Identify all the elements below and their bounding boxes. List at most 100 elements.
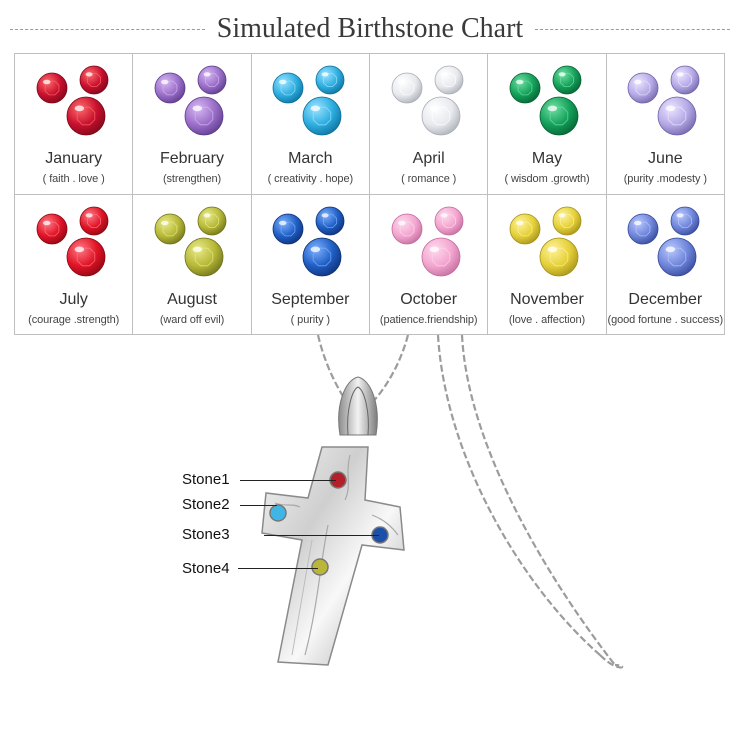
gemstone-icon bbox=[627, 65, 700, 136]
cross-body bbox=[261, 446, 405, 666]
gem-stone bbox=[272, 213, 304, 244]
gem-stone bbox=[434, 65, 464, 95]
stone2-label: Stone2 bbox=[182, 496, 230, 513]
month-meaning: (love . affection) bbox=[508, 313, 586, 326]
stone4-label: Stone4 bbox=[182, 560, 230, 577]
gemstone-icon bbox=[391, 65, 464, 136]
month-meaning: ( creativity . hope) bbox=[267, 173, 354, 185]
month-name: March bbox=[288, 150, 333, 167]
gem-stone bbox=[36, 72, 68, 104]
birthstone-cell-april: April ( romance ) bbox=[370, 54, 489, 195]
gem-stone bbox=[315, 65, 345, 95]
gemstone-icon bbox=[36, 206, 109, 276]
gem-stone bbox=[79, 206, 109, 235]
gem-stone bbox=[552, 206, 582, 235]
gem-stone bbox=[302, 237, 342, 276]
month-meaning: ( romance ) bbox=[401, 173, 457, 185]
gem-stone bbox=[36, 213, 68, 244]
month-meaning: (purity .modesty ) bbox=[623, 173, 707, 185]
gem-stone bbox=[315, 206, 345, 235]
month-name: November bbox=[510, 290, 584, 308]
month-meaning: ( wisdom .growth) bbox=[504, 173, 590, 185]
gem-stone bbox=[539, 96, 579, 136]
gem-stone bbox=[391, 72, 423, 104]
gem-stone bbox=[657, 237, 697, 276]
stone3-label: Stone3 bbox=[182, 526, 230, 543]
gemstone-icon bbox=[154, 206, 227, 276]
birthstone-cell-october: October(patience.friendship) bbox=[370, 194, 489, 335]
birthstone-cell-may: May ( wisdom .growth) bbox=[488, 54, 607, 195]
gemstone-cluster bbox=[252, 199, 369, 287]
month-name: June bbox=[647, 150, 683, 167]
gem-stone bbox=[539, 237, 579, 276]
birthstone-cell-august: August (ward off evil) bbox=[133, 194, 252, 335]
gem-stone bbox=[79, 65, 109, 95]
title-divider-left bbox=[10, 29, 205, 30]
stone2-leader-line bbox=[240, 505, 277, 506]
month-meaning: (ward off evil) bbox=[159, 313, 225, 326]
month-meaning: (courage .strength) bbox=[28, 313, 120, 326]
gem-stone bbox=[657, 96, 697, 136]
month-meaning: (good fortune . success) bbox=[607, 313, 724, 326]
gem-stone bbox=[627, 213, 659, 244]
gemstone-icon bbox=[36, 65, 109, 136]
pendant-stone-4 bbox=[311, 558, 329, 576]
gemstone-cluster bbox=[370, 199, 487, 287]
birthstone-grid: January ( faith . love ) February(strength… bbox=[14, 53, 725, 335]
gem-stone bbox=[509, 213, 541, 244]
month-name: January bbox=[45, 150, 103, 167]
gem-stone bbox=[184, 96, 224, 136]
gemstone-cluster bbox=[370, 58, 487, 146]
pendant-bail bbox=[338, 376, 378, 436]
stone4-leader-line bbox=[238, 568, 318, 569]
gem-stone bbox=[552, 65, 582, 95]
pendant-stone-2 bbox=[269, 504, 287, 522]
month-name: September bbox=[271, 290, 350, 308]
gemstone-cluster bbox=[607, 199, 724, 287]
gem-stone bbox=[434, 206, 464, 235]
month-name: December bbox=[628, 290, 703, 308]
gemstone-cluster bbox=[607, 58, 724, 146]
gem-stone bbox=[391, 213, 423, 244]
gemstone-icon bbox=[627, 206, 700, 276]
gem-stone bbox=[670, 206, 700, 235]
gem-stone bbox=[421, 237, 461, 276]
gem-stone bbox=[154, 213, 186, 244]
page-title: Simulated Birthstone Chart bbox=[216, 13, 524, 44]
gem-stone bbox=[154, 72, 186, 104]
gem-stone bbox=[184, 237, 224, 276]
gemstone-cluster bbox=[133, 199, 250, 287]
stone1-leader-line bbox=[240, 480, 336, 481]
month-name: May bbox=[531, 150, 563, 167]
stone3-leader-line bbox=[264, 535, 379, 536]
month-name: August bbox=[167, 290, 217, 308]
month-meaning: ( purity ) bbox=[290, 313, 330, 326]
gem-stone bbox=[197, 65, 227, 95]
gem-stone bbox=[627, 72, 659, 104]
gemstone-icon bbox=[391, 206, 464, 276]
birthstone-cell-july: July (courage .strength) bbox=[15, 194, 134, 335]
birthstone-cell-june: June (purity .modesty ) bbox=[606, 54, 725, 195]
gem-stone bbox=[66, 96, 106, 136]
gemstone-cluster bbox=[252, 58, 369, 146]
birthstone-cell-january: January ( faith . love ) bbox=[15, 54, 134, 195]
month-name: October bbox=[400, 290, 458, 308]
gem-stone bbox=[670, 65, 700, 95]
gem-stone bbox=[66, 237, 106, 276]
birthstone-cell-march: March ( creativity . hope) bbox=[251, 54, 370, 195]
gemstone-cluster bbox=[15, 199, 132, 287]
month-meaning: ( faith . love ) bbox=[42, 173, 105, 185]
cross-pendant-image bbox=[0, 334, 740, 740]
birthstone-cell-september: September ( purity ) bbox=[251, 194, 370, 335]
month-name: July bbox=[59, 290, 88, 308]
cross-pendant-illustration bbox=[261, 334, 624, 669]
gemstone-cluster bbox=[488, 199, 605, 287]
gemstone-cluster bbox=[15, 58, 132, 146]
birthstone-cell-february: February(strengthen) bbox=[133, 54, 252, 195]
gem-stone bbox=[272, 72, 304, 104]
gemstone-icon bbox=[272, 65, 345, 136]
month-name: April bbox=[412, 150, 445, 167]
gemstone-icon bbox=[509, 206, 582, 276]
gemstone-icon bbox=[272, 206, 345, 276]
gemstone-cluster bbox=[133, 58, 250, 146]
